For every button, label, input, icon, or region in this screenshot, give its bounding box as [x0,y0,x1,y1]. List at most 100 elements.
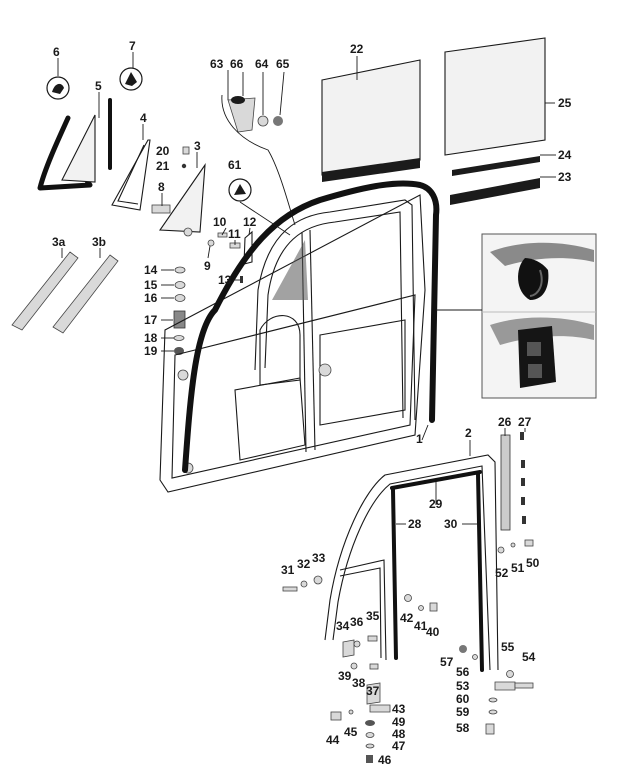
callout-66: 66 [230,57,244,71]
callout-49: 49 [392,715,406,729]
callout-48: 48 [392,727,406,741]
glass-channel-24 [452,156,540,176]
bracket-53 [494,681,516,691]
callout-28: 28 [408,517,422,531]
callout-29: 29 [429,497,443,511]
door-glass-25 [444,37,546,156]
nut-49 [365,720,375,726]
callout-15: 15 [144,278,158,292]
callout-33: 33 [312,551,326,565]
washer-45 [348,709,354,715]
callout-34: 34 [336,619,350,633]
callout-40: 40 [426,625,440,639]
callout-3a: 3a [52,235,66,249]
washer-60 [488,697,498,703]
washer-36 [353,640,361,648]
washer-15 [174,281,186,289]
screw-31 [282,586,298,592]
washer-39 [350,662,358,670]
callout-2: 2 [465,426,472,440]
callout-63: 63 [210,57,224,71]
screw-44 [330,711,342,721]
callout-42: 42 [400,611,414,625]
callout-13: 13 [218,273,232,287]
callout-5: 5 [95,79,102,93]
washer-55 [506,670,514,678]
door-frame [254,199,416,453]
callout-32: 32 [297,557,311,571]
washer-56 [472,654,478,660]
callout-55: 55 [501,640,515,654]
screws-27 [520,432,526,524]
callout-16: 16 [144,291,158,305]
callout-18: 18 [144,331,158,345]
washer-14 [174,266,186,274]
run-channel-29 [390,470,482,490]
callout-23: 23 [558,170,572,184]
seal-66 [231,96,245,104]
callout-45: 45 [344,725,358,739]
callout-12: 12 [243,215,257,229]
washer-51 [510,542,516,548]
washer-42 [404,594,412,602]
window-frame-2 [324,454,499,671]
callout-39: 39 [338,669,352,683]
washer-52 [497,546,505,554]
callout-10: 10 [213,215,227,229]
callout-36: 36 [350,615,364,629]
callout-4: 4 [140,111,147,125]
callout-47: 47 [392,739,406,753]
callout-27: 27 [518,415,532,429]
run-channel-30 [476,472,484,672]
nut-46 [366,755,373,763]
washer-41 [418,605,424,611]
nut-57 [459,645,467,653]
seal-profile-photo [481,233,597,399]
vent-mesh [272,240,308,300]
callout-59: 59 [456,705,470,719]
vent-frame-4 [111,139,151,211]
nut-65 [273,116,283,126]
leader-lines [57,52,556,525]
pivot-bolt-8 [151,204,171,214]
callout-30: 30 [444,517,458,531]
callout-50: 50 [526,556,540,570]
pin-9 [207,239,215,247]
trim-3a [11,251,79,331]
callout-11: 11 [228,227,241,241]
callout-19: 19 [144,344,158,358]
callout-64: 64 [255,57,269,71]
callout-21: 21 [156,159,170,173]
washer-47 [365,743,375,749]
callout-54: 54 [522,650,536,664]
callout-14: 14 [144,263,158,277]
division-bar [339,559,387,661]
callout-25: 25 [558,96,572,110]
callout-52: 52 [495,566,509,580]
bolt-58 [485,723,495,735]
callout-1: 1 [416,432,423,446]
screw-40 [429,602,438,612]
bracket-37 [366,682,381,705]
screw-38 [369,663,379,670]
washer-48 [365,732,375,738]
callout-35: 35 [366,609,380,623]
vent-glass-3 [158,163,206,237]
callout-22: 22 [350,42,364,56]
callout-56: 56 [456,665,470,679]
screw-35 [367,635,378,642]
callout-65: 65 [276,57,290,71]
detail-badge-7 [119,67,143,91]
bracket-34 [342,639,355,658]
callout-31: 31 [281,563,295,577]
callout-38: 38 [352,676,366,690]
callout-41: 41 [414,619,428,633]
callout-8: 8 [158,180,165,194]
callout-53: 53 [456,679,470,693]
detail-badge-61 [228,178,252,202]
callout-3b: 3b [92,235,106,249]
screw-20 [182,146,190,155]
callout-17: 17 [144,313,158,327]
callout-20: 20 [156,144,170,158]
